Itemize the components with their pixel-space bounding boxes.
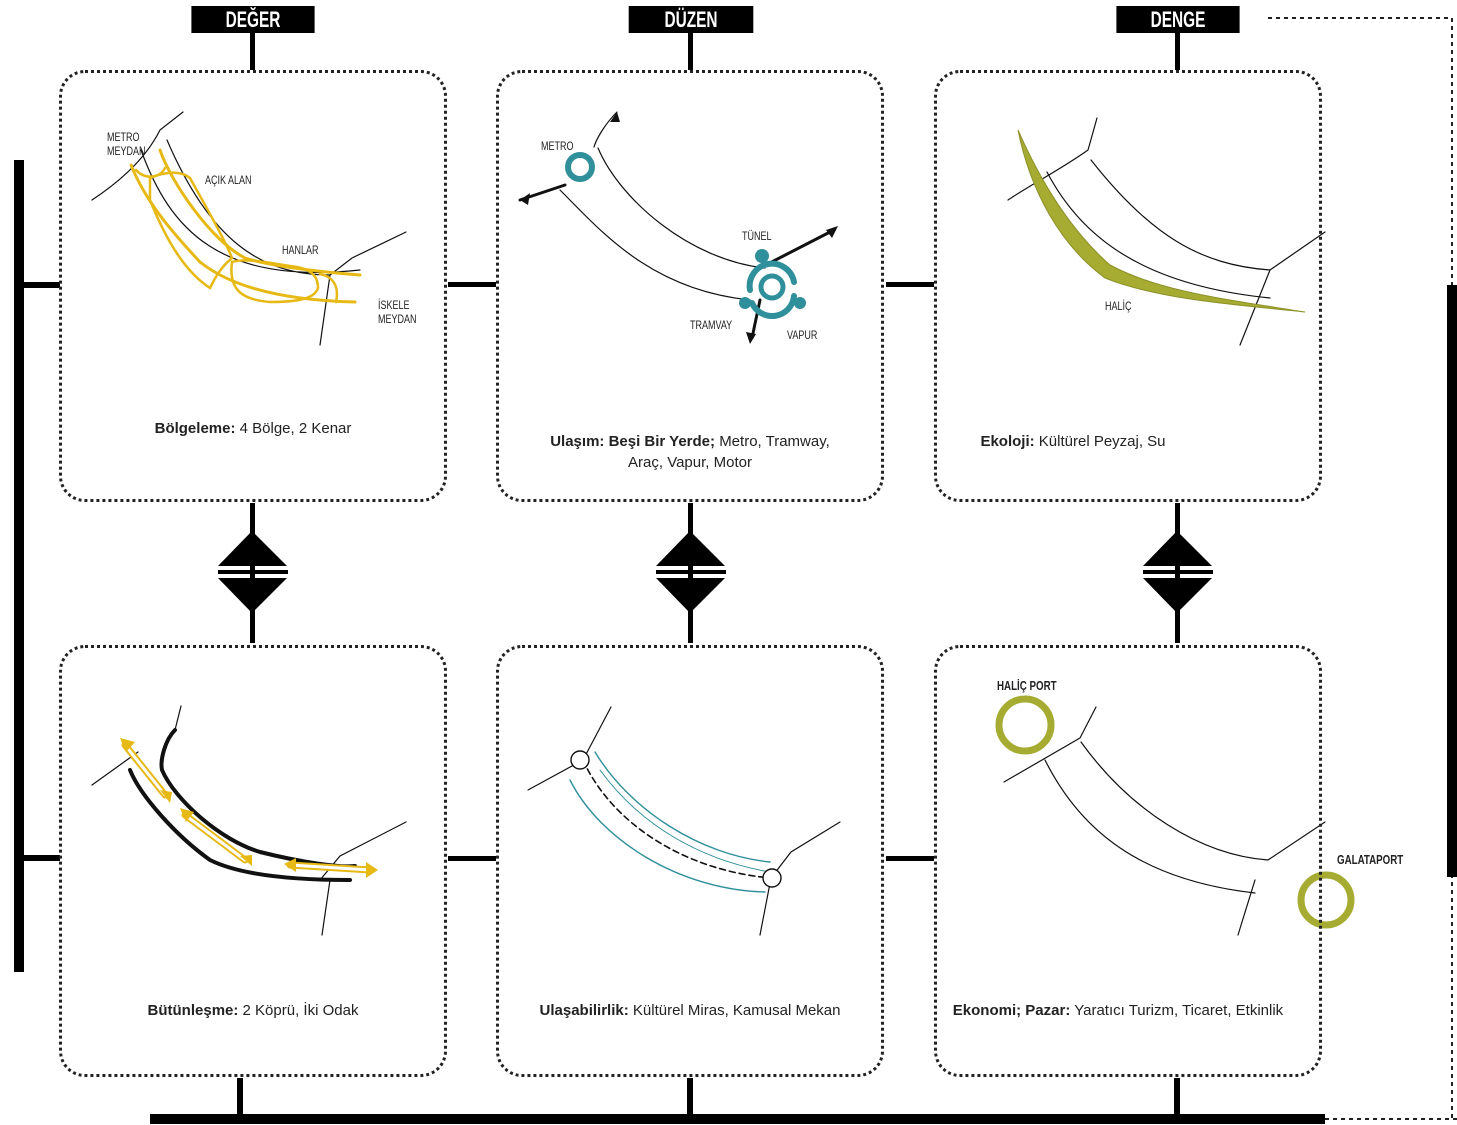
caption-ekoloji: Ekoloji: Kültürel Peyzaj, Su [827,431,1319,452]
caption-key: Ekonomi; Pazar: [952,1002,1071,1019]
card-ulasim: Ulaşım: Beşi Bir Yerde; Metro, Tramway, … [496,70,884,502]
label-halic-port: HALİÇ PORT [997,678,1057,693]
card-bolgeleme: Bölgeleme: 4 Bölge, 2 Kenar [59,70,447,502]
card3-sketch [1007,117,1326,346]
right-bar [1447,285,1457,877]
label-galataport: GALATAPORT [1337,852,1404,867]
caption-bolgeleme: Bölgeleme: 4 Bölge, 2 Kenar [62,418,444,439]
card-ekoloji: Ekoloji: Kültürel Peyzaj, Su [934,70,1322,502]
caption-key: Ulaşabilirlik: [539,1002,629,1019]
header-duzen: DÜZEN [628,6,754,33]
card-ulasabilirlik: Ulaşabilirlik: Kültürel Miras, Kamusal M… [496,645,884,1077]
caption-key: Bütünleşme: [147,1002,239,1019]
left-bar [14,160,24,972]
label-metro-meydan: METRO MEYDAN [107,130,146,158]
double-arrow-1 [218,503,288,643]
caption-text: Metro, Tramway, [719,433,830,450]
caption-ulasim: Ulaşım: Beşi Bir Yerde; Metro, Tramway, … [499,431,881,473]
left-connector-top [18,282,60,288]
caption-text: 2 Köprü, İki Odak [242,1002,359,1019]
label-hanlar: HANLAR [282,243,319,257]
card5-sketch [527,706,841,936]
caption-text: 4 Bölge, 2 Kenar [239,420,352,437]
caption-text: Kültürel Peyzaj, Su [1038,433,1166,450]
caption-text: Yaratıcı Turizm, Ticaret, Etkinlik [1074,1002,1284,1019]
card6-sketch [995,695,1355,936]
card1-sketch [91,111,407,346]
card-ekonomi: Ekonomi; Pazar: Yaratıcı Turizm, Ticaret… [934,645,1322,1077]
double-arrow-3 [1143,503,1213,643]
double-arrow-2 [656,503,726,643]
label-iskele-meydan: İSKELE MEYDAN [378,298,417,326]
caption-text-line2: Araç, Vapur, Motor [628,454,752,471]
left-connector-bottom [18,855,60,861]
header-denge: DENGE [1116,6,1240,33]
caption-butunlesme: Bütünleşme: 2 Köprü, İki Odak [62,1000,444,1021]
card2-sketch [518,111,838,344]
label-halic: HALİÇ [1105,299,1132,313]
card4-sketch [91,705,407,936]
label-tunel: TÜNEL [742,229,772,243]
caption-ulasabilirlik: Ulaşabilirlik: Kültürel Miras, Kamusal M… [499,1000,881,1021]
header-deger: DEĞER [191,6,315,33]
caption-ekonomi: Ekonomi; Pazar: Yaratıcı Turizm, Ticaret… [917,1000,1319,1021]
caption-key: Ekoloji: [980,433,1035,450]
caption-text: Kültürel Miras, Kamusal Mekan [632,1002,841,1019]
label-vapur: VAPUR [787,328,818,342]
card-butunlesme: Bütünleşme: 2 Köprü, İki Odak [59,645,447,1077]
bottom-bar [150,1114,1325,1124]
caption-key: Bölgeleme: [154,420,236,437]
label-tramvay: TRAMVAY [690,318,733,332]
label-acik-alan: AÇIK ALAN [205,173,252,187]
label-metro: METRO [541,139,574,153]
caption-key: Ulaşım: Beşi Bir Yerde; [550,433,716,450]
